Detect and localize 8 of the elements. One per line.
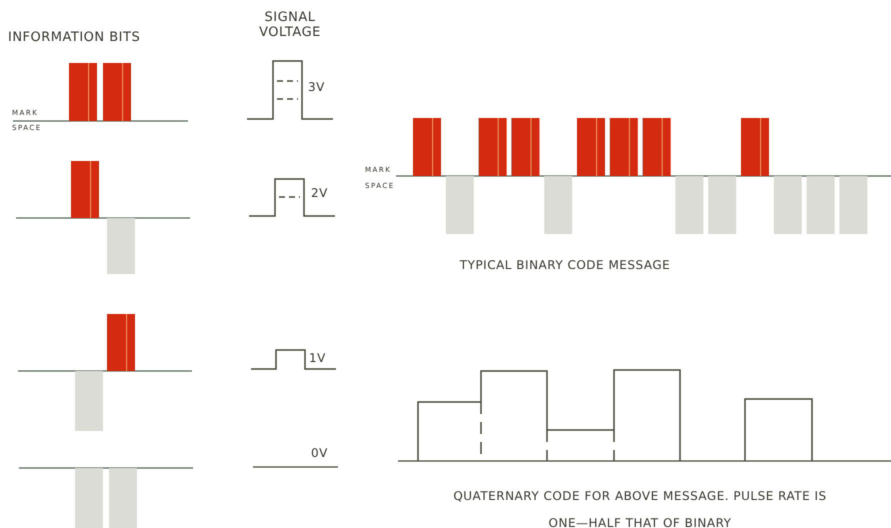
voltage-label: 1V: [309, 352, 327, 366]
voltage-label: 0V: [311, 447, 329, 461]
column-heading: SIGNAL VOLTAGE: [258, 11, 322, 41]
voltage-label: 2V: [311, 187, 329, 201]
column-heading: INFORMATION BITS: [8, 31, 142, 46]
voltage-label: 3V: [308, 81, 326, 95]
caption: TYPICAL BINARY CODE MESSAGE: [458, 259, 672, 273]
caption: QUATERNARY CODE FOR ABOVE MESSAGE. PULSE RATE IS ONE—HALF THAT OF BINARY: [452, 488, 828, 528]
